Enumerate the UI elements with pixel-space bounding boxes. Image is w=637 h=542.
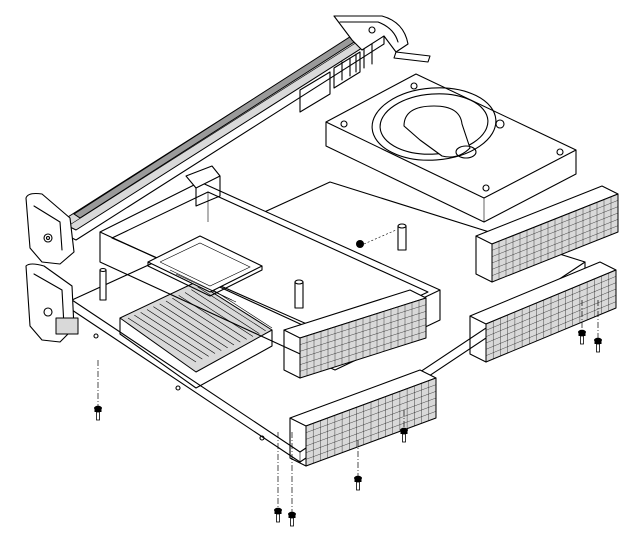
left-ejector-handle-lower — [25, 263, 79, 343]
top-ejector-handle — [333, 15, 431, 63]
screw — [94, 405, 102, 421]
screw — [354, 475, 362, 491]
hard-disk-drive — [325, 73, 577, 223]
screw — [594, 337, 602, 353]
standoff — [99, 267, 107, 301]
pmc-connector-modules — [283, 185, 619, 467]
standoffs — [99, 223, 407, 309]
carrier-bracket — [99, 165, 441, 371]
screw — [288, 511, 296, 527]
screw — [274, 507, 282, 523]
assembly-lines — [97, 300, 599, 512]
standoff — [397, 223, 407, 251]
mezzanine-card — [147, 235, 263, 303]
screw — [578, 329, 586, 345]
left-ejector-handle-upper — [25, 192, 75, 265]
mounting-screws — [94, 329, 602, 527]
screw — [400, 427, 408, 443]
standoff — [294, 279, 304, 309]
